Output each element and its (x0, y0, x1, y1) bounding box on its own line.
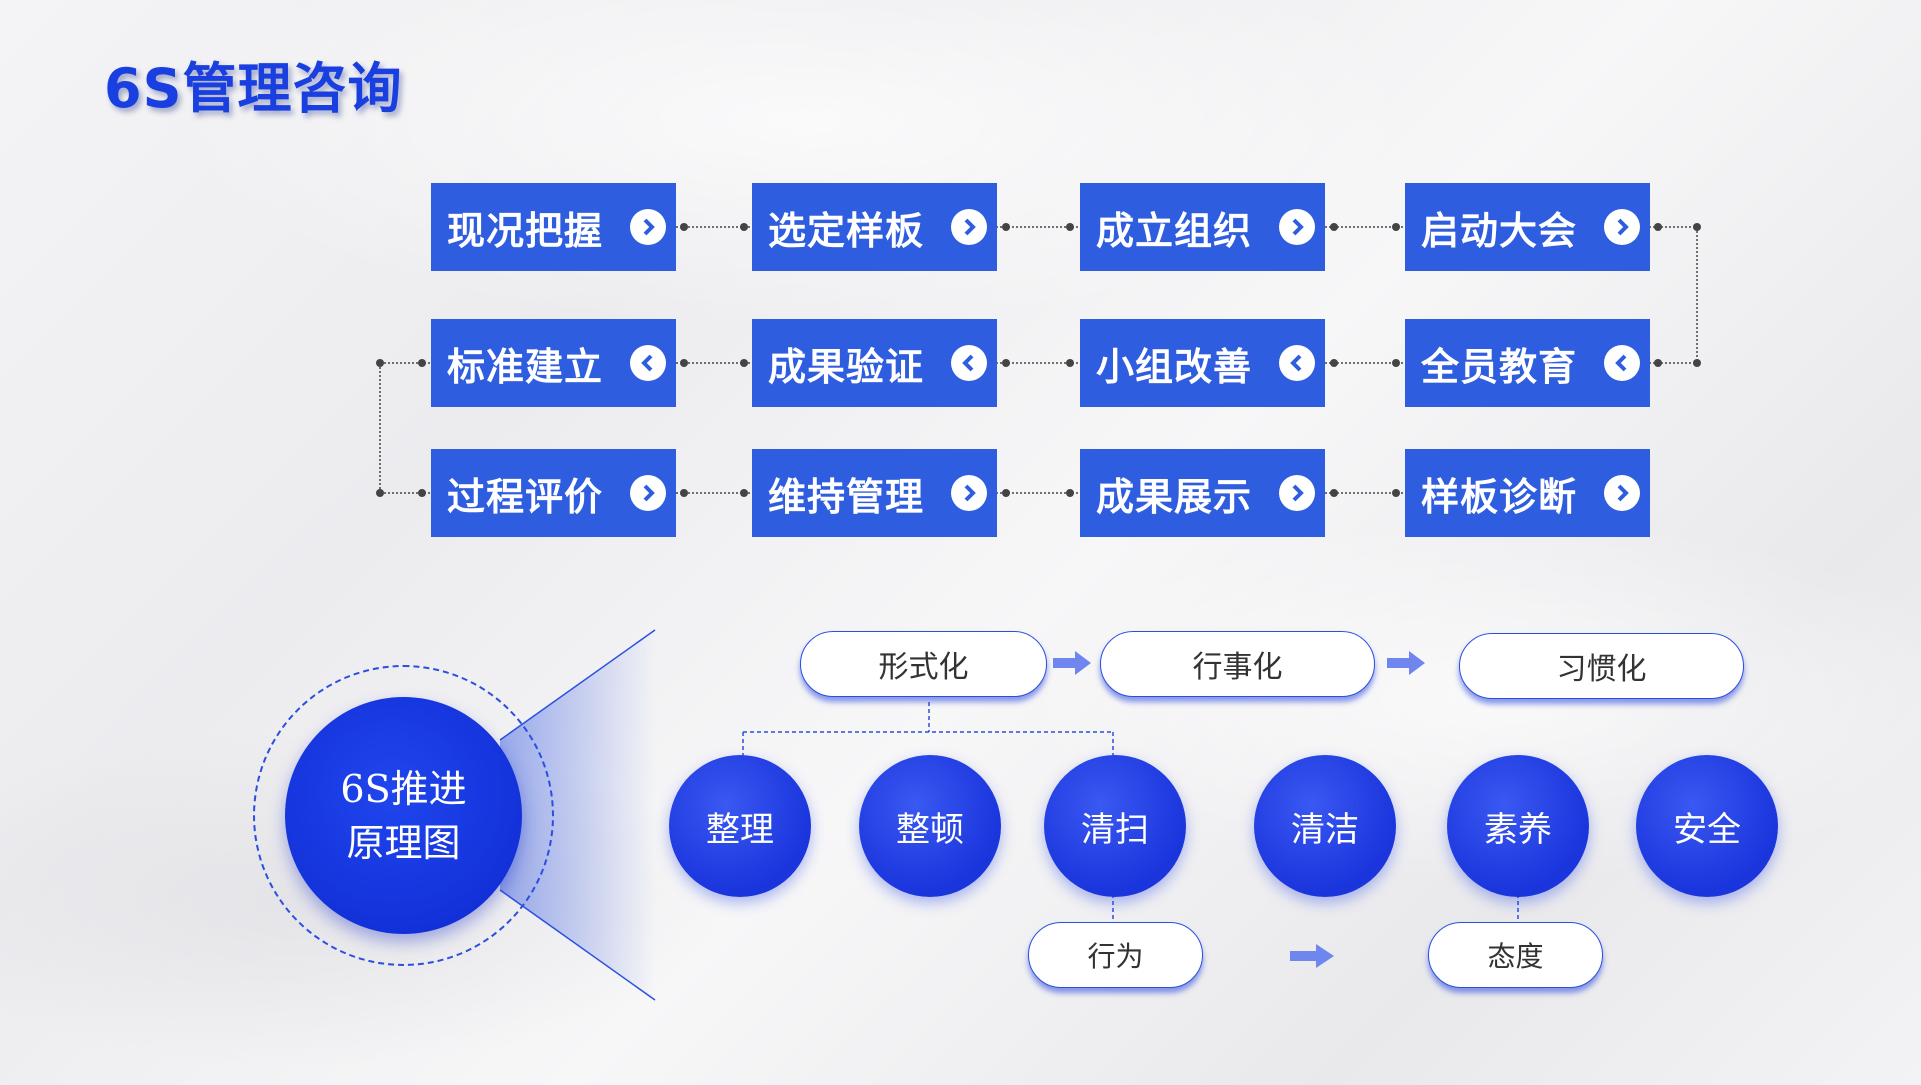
chevron-right-circle-icon (951, 209, 987, 245)
stage-pill: 习惯化 (1459, 633, 1744, 699)
arrow-right-icon (1053, 651, 1091, 675)
step-box: 标准建立 (431, 319, 676, 407)
item-circle: 整理 (669, 755, 811, 897)
step-label: 全员教育 (1421, 344, 1578, 389)
outcome-pill: 态度 (1428, 922, 1603, 988)
step-box: 小组改善 (1080, 319, 1325, 407)
page-title: 6S管理咨询 (104, 57, 403, 120)
chevron-right-circle-icon (1279, 475, 1315, 511)
step-box: 成立组织 (1080, 183, 1325, 271)
principle-center-line2: 原理图 (346, 820, 461, 865)
arrow-right-icon (1290, 944, 1334, 968)
chevron-right-circle-icon (1279, 209, 1315, 245)
step-box: 维持管理 (752, 449, 997, 537)
step-label: 成立组织 (1096, 208, 1253, 253)
item-circle: 清扫 (1044, 755, 1186, 897)
step-box: 过程评价 (431, 449, 676, 537)
step-label: 小组改善 (1096, 344, 1253, 389)
step-label: 成果验证 (768, 344, 925, 389)
outcome-pill: 行为 (1028, 922, 1203, 988)
arrow-right-icon (1387, 651, 1425, 675)
step-box: 启动大会 (1405, 183, 1650, 271)
chevron-right-circle-icon (1604, 209, 1640, 245)
chevron-right-circle-icon (1604, 475, 1640, 511)
item-circle: 素养 (1447, 755, 1589, 897)
step-label: 标准建立 (447, 344, 604, 389)
step-label: 启动大会 (1421, 208, 1578, 253)
principle-center: 6S推进 原理图 (285, 697, 522, 934)
step-label: 成果展示 (1096, 474, 1253, 519)
step-label: 样板诊断 (1421, 474, 1578, 519)
chevron-right-circle-icon (951, 475, 987, 511)
step-box: 成果验证 (752, 319, 997, 407)
chevron-left-circle-icon (1604, 345, 1640, 381)
stage-pill: 行事化 (1100, 631, 1375, 697)
step-label: 维持管理 (768, 474, 925, 519)
step-label: 选定样板 (768, 208, 925, 253)
step-box: 现况把握 (431, 183, 676, 271)
chevron-left-circle-icon (1279, 345, 1315, 381)
item-circle: 安全 (1636, 755, 1778, 897)
chevron-right-circle-icon (630, 475, 666, 511)
chevron-right-circle-icon (630, 209, 666, 245)
step-label: 现况把握 (447, 208, 604, 253)
chevron-left-circle-icon (951, 345, 987, 381)
principle-ring (253, 665, 554, 966)
step-box: 选定样板 (752, 183, 997, 271)
step-label: 过程评价 (447, 474, 604, 519)
principle-center-line1: 6S推进 (340, 766, 467, 811)
stage-pill: 形式化 (800, 631, 1047, 697)
step-box: 样板诊断 (1405, 449, 1650, 537)
item-circle: 整顿 (859, 755, 1001, 897)
step-box: 成果展示 (1080, 449, 1325, 537)
item-circle: 清洁 (1254, 755, 1396, 897)
chevron-left-circle-icon (630, 345, 666, 381)
step-box: 全员教育 (1405, 319, 1650, 407)
